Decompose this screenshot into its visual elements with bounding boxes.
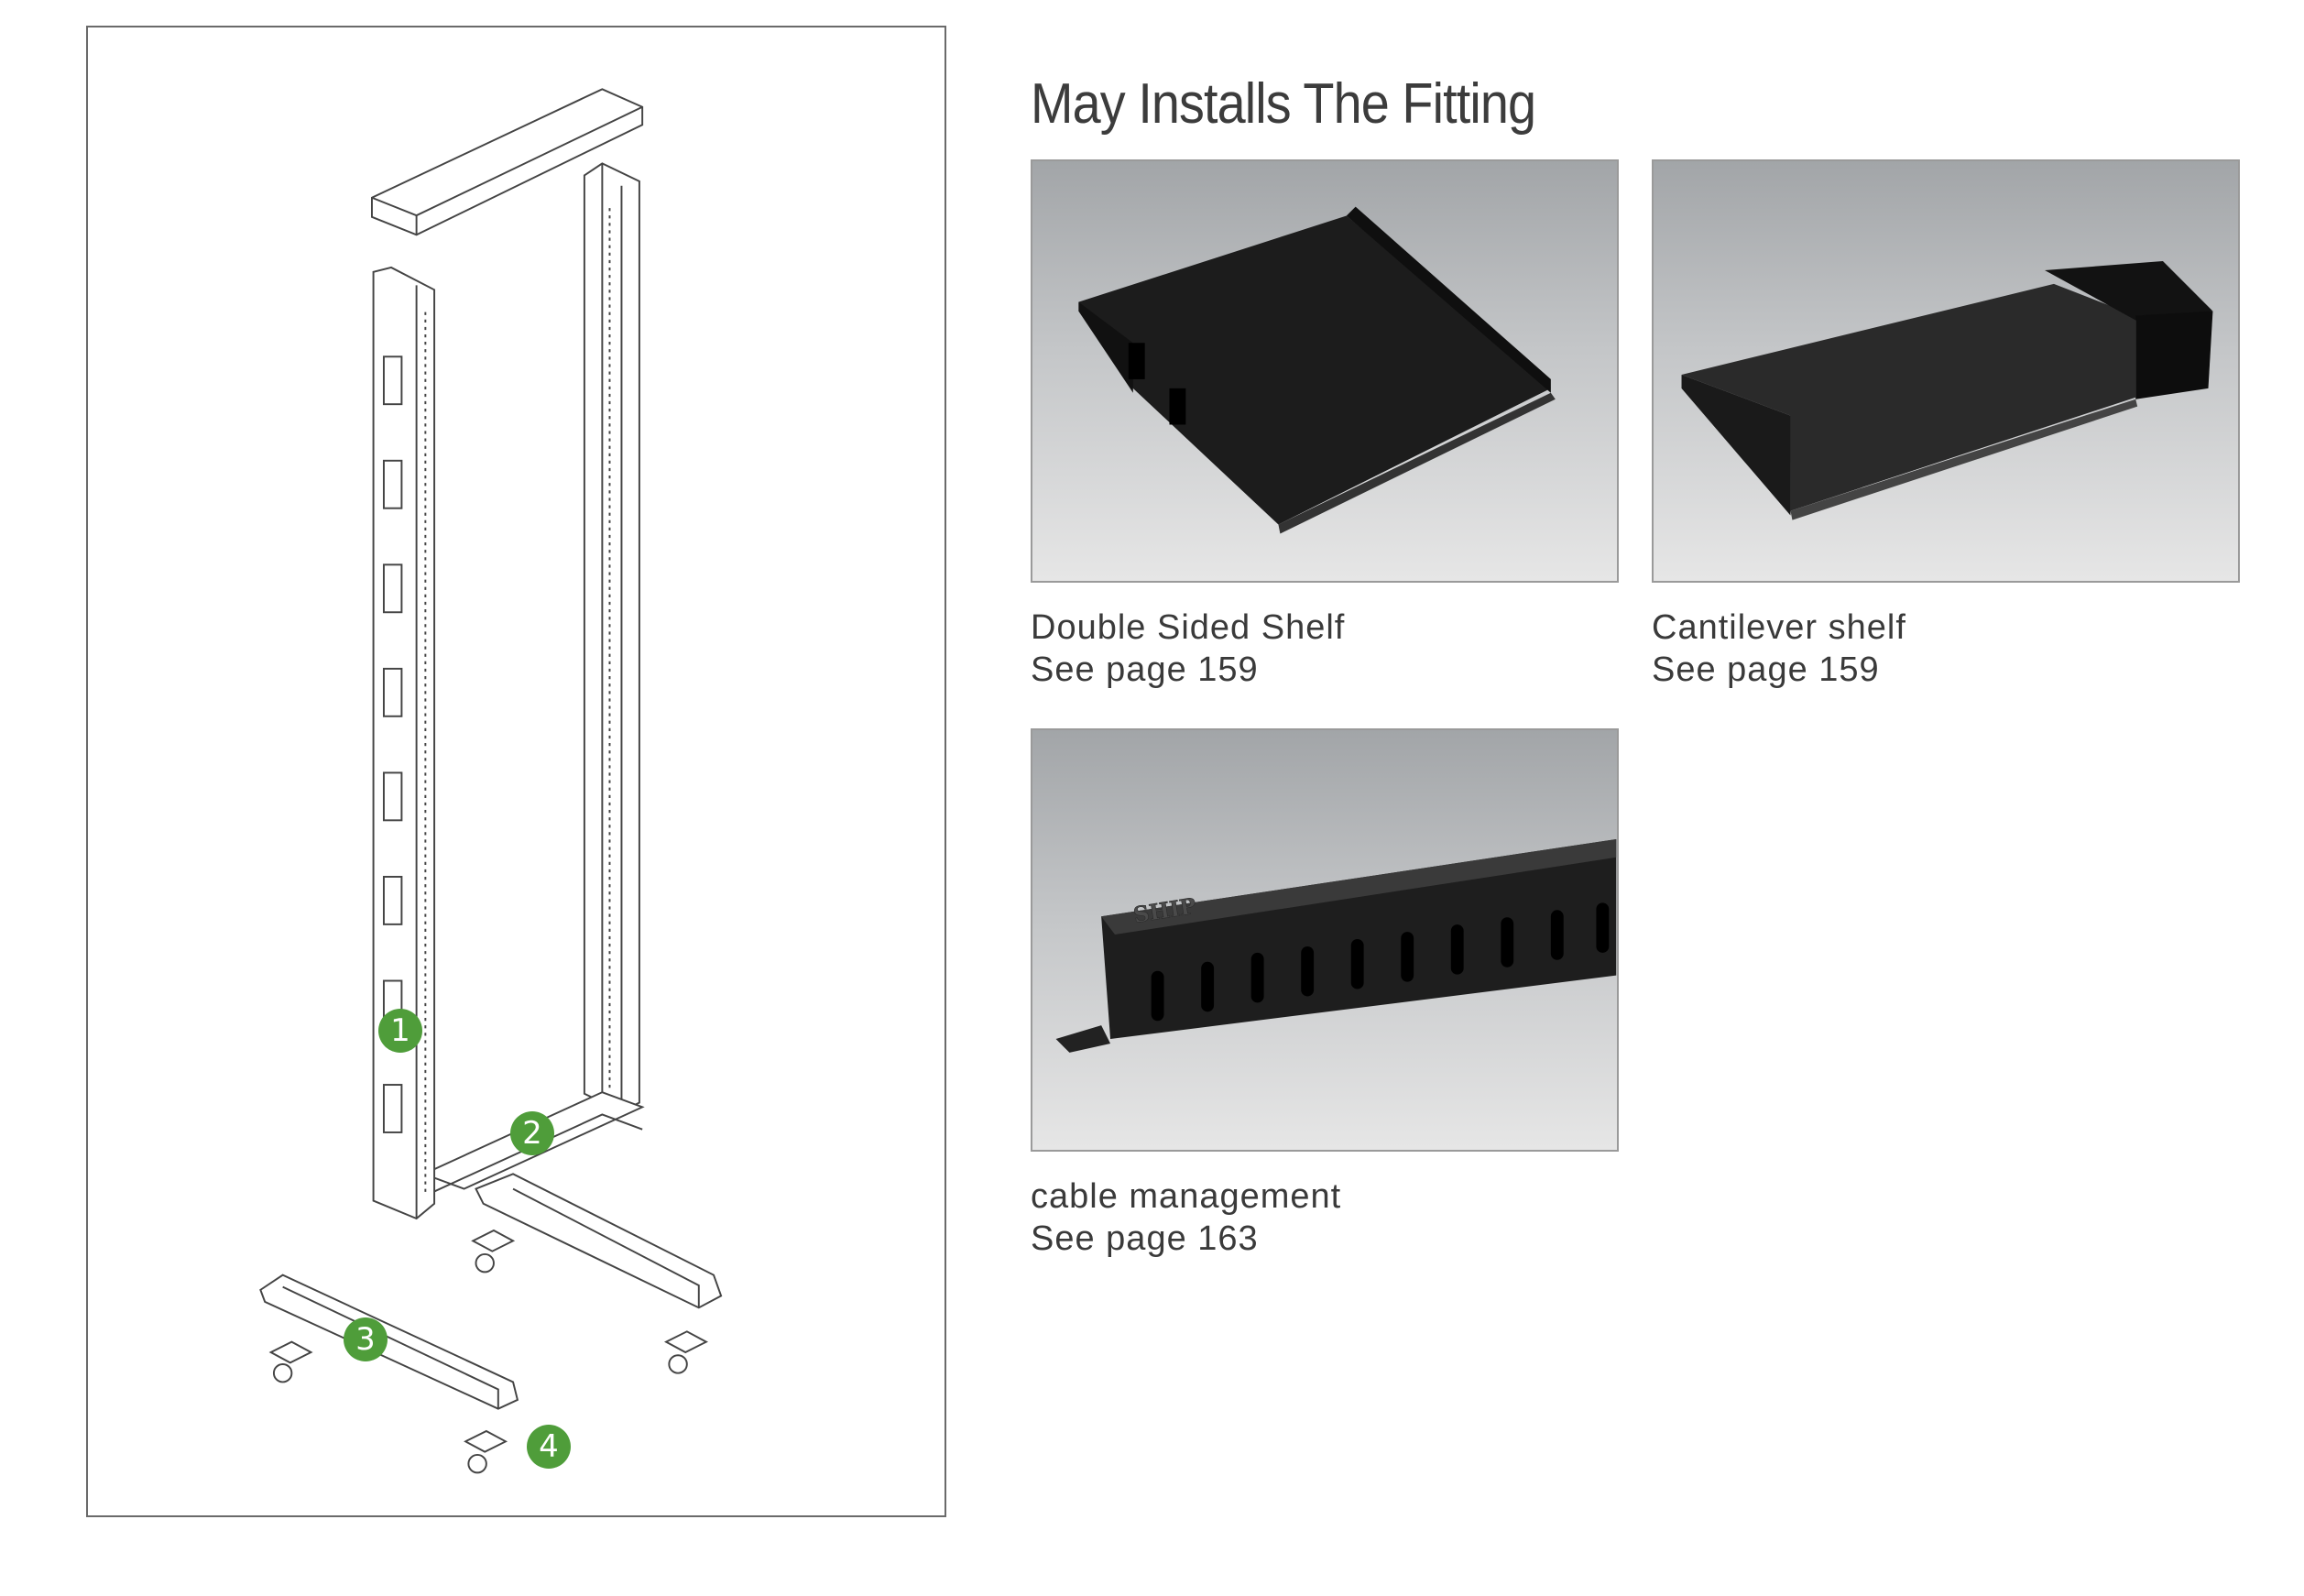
fitting-caption-cable-management: cable management See page 163 — [1031, 1175, 1341, 1260]
fitting-caption-cantilever-shelf: Cantilever shelf See page 159 — [1652, 607, 1906, 691]
cantilever-shelf-photo — [1652, 159, 2240, 583]
fitting-name: Double Sided Shelf — [1031, 608, 1346, 647]
top-crossbar — [370, 88, 644, 236]
callout-badge-1: 1 — [378, 1009, 422, 1053]
callout-badge-4: 4 — [527, 1425, 571, 1469]
right-upright — [583, 162, 640, 1113]
page-reference: See page 163 — [1031, 1219, 1259, 1258]
fitting-caption-double-sided-shelf: Double Sided Shelf See page 159 — [1031, 607, 1345, 691]
callout-badge-3: 3 — [344, 1317, 388, 1361]
page-reference: See page 159 — [1031, 650, 1259, 689]
fitting-name: cable management — [1031, 1177, 1342, 1216]
page-reference: See page 159 — [1652, 650, 1880, 689]
right-foot — [475, 1173, 723, 1309]
caster-wheels — [268, 1229, 709, 1474]
left-upright — [372, 266, 436, 1220]
double-sided-shelf-photo — [1031, 159, 1619, 583]
left-foot — [259, 1274, 519, 1410]
callout-badge-2: 2 — [510, 1111, 554, 1155]
cable-management-photo: SHIP — [1031, 728, 1619, 1152]
rack-diagram-frame — [86, 26, 946, 1517]
page-title: May Installs The Fitting — [1031, 72, 1536, 136]
fitting-name: Cantilever shelf — [1652, 608, 1906, 647]
